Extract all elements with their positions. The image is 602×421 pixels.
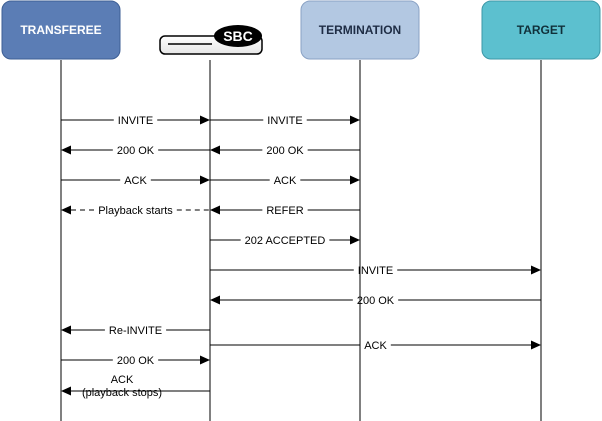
message-playback-starts: Playback starts [61, 205, 210, 217]
arrowhead [61, 145, 71, 155]
message-label: ACK(playback stops) [82, 374, 162, 399]
message-label: ACK [364, 340, 387, 352]
message-label: 200 OK [266, 145, 304, 157]
arrowhead [210, 205, 220, 215]
arrowhead [210, 295, 220, 305]
arrowhead [61, 386, 71, 396]
message-200-ok: 200 OK [210, 145, 360, 157]
message-invite: INVITE [210, 115, 360, 127]
message-ack: ACK [210, 175, 360, 187]
participant-box-target [481, 0, 601, 60]
participant-box-termination [300, 0, 420, 60]
arrowhead [350, 115, 360, 125]
message-200-ok: 200 OK [61, 145, 210, 157]
message-label: 200 OK [357, 295, 395, 307]
message-ack: ACK [61, 175, 210, 187]
participant-label-target: TARGET [517, 23, 566, 37]
message-200-ok: 200 OK [61, 355, 210, 367]
participant-termination: TERMINATION [300, 0, 420, 60]
message-invite: INVITE [61, 115, 210, 127]
participant-label-transferee: TRANSFEREE [20, 23, 101, 37]
arrowhead [200, 355, 210, 365]
message-ack: ACK [210, 340, 541, 352]
message-label: INVITE [358, 265, 393, 277]
message-label: 202 ACCEPTED [245, 235, 326, 247]
arrowhead [61, 325, 71, 335]
message-label: INVITE [118, 115, 153, 127]
message-ack: ACK(playback stops) [61, 374, 210, 399]
arrowhead [531, 340, 541, 350]
arrowhead [531, 265, 541, 275]
arrowhead [350, 175, 360, 185]
message-label: ACK [124, 175, 147, 187]
participant-box-transferee [1, 0, 121, 60]
participant-target: TARGET [481, 0, 601, 60]
message-label: REFER [266, 205, 303, 217]
message-label: ACK [274, 175, 297, 187]
message-label: 200 OK [117, 145, 155, 157]
participant-label-sbc: SBC [223, 28, 253, 44]
participant-label-termination: TERMINATION [319, 23, 401, 37]
message-invite: INVITE [210, 265, 541, 277]
message-label: Playback starts [98, 205, 173, 217]
arrowhead [350, 235, 360, 245]
message-re-invite: Re-INVITE [61, 325, 210, 337]
message-200-ok: 200 OK [210, 295, 541, 307]
sbc-device-icon: SBC [159, 25, 263, 55]
sbc-badge [214, 25, 262, 47]
arrowhead [200, 115, 210, 125]
arrowhead [200, 175, 210, 185]
message-label: INVITE [267, 115, 302, 127]
message-refer: REFER [210, 205, 360, 217]
arrowhead [61, 205, 71, 215]
message-202-accepted: 202 ACCEPTED [210, 235, 360, 247]
participant-transferee: TRANSFEREE [1, 0, 121, 60]
arrowhead [210, 145, 220, 155]
message-label: Re-INVITE [109, 325, 162, 337]
message-label: 200 OK [117, 355, 155, 367]
